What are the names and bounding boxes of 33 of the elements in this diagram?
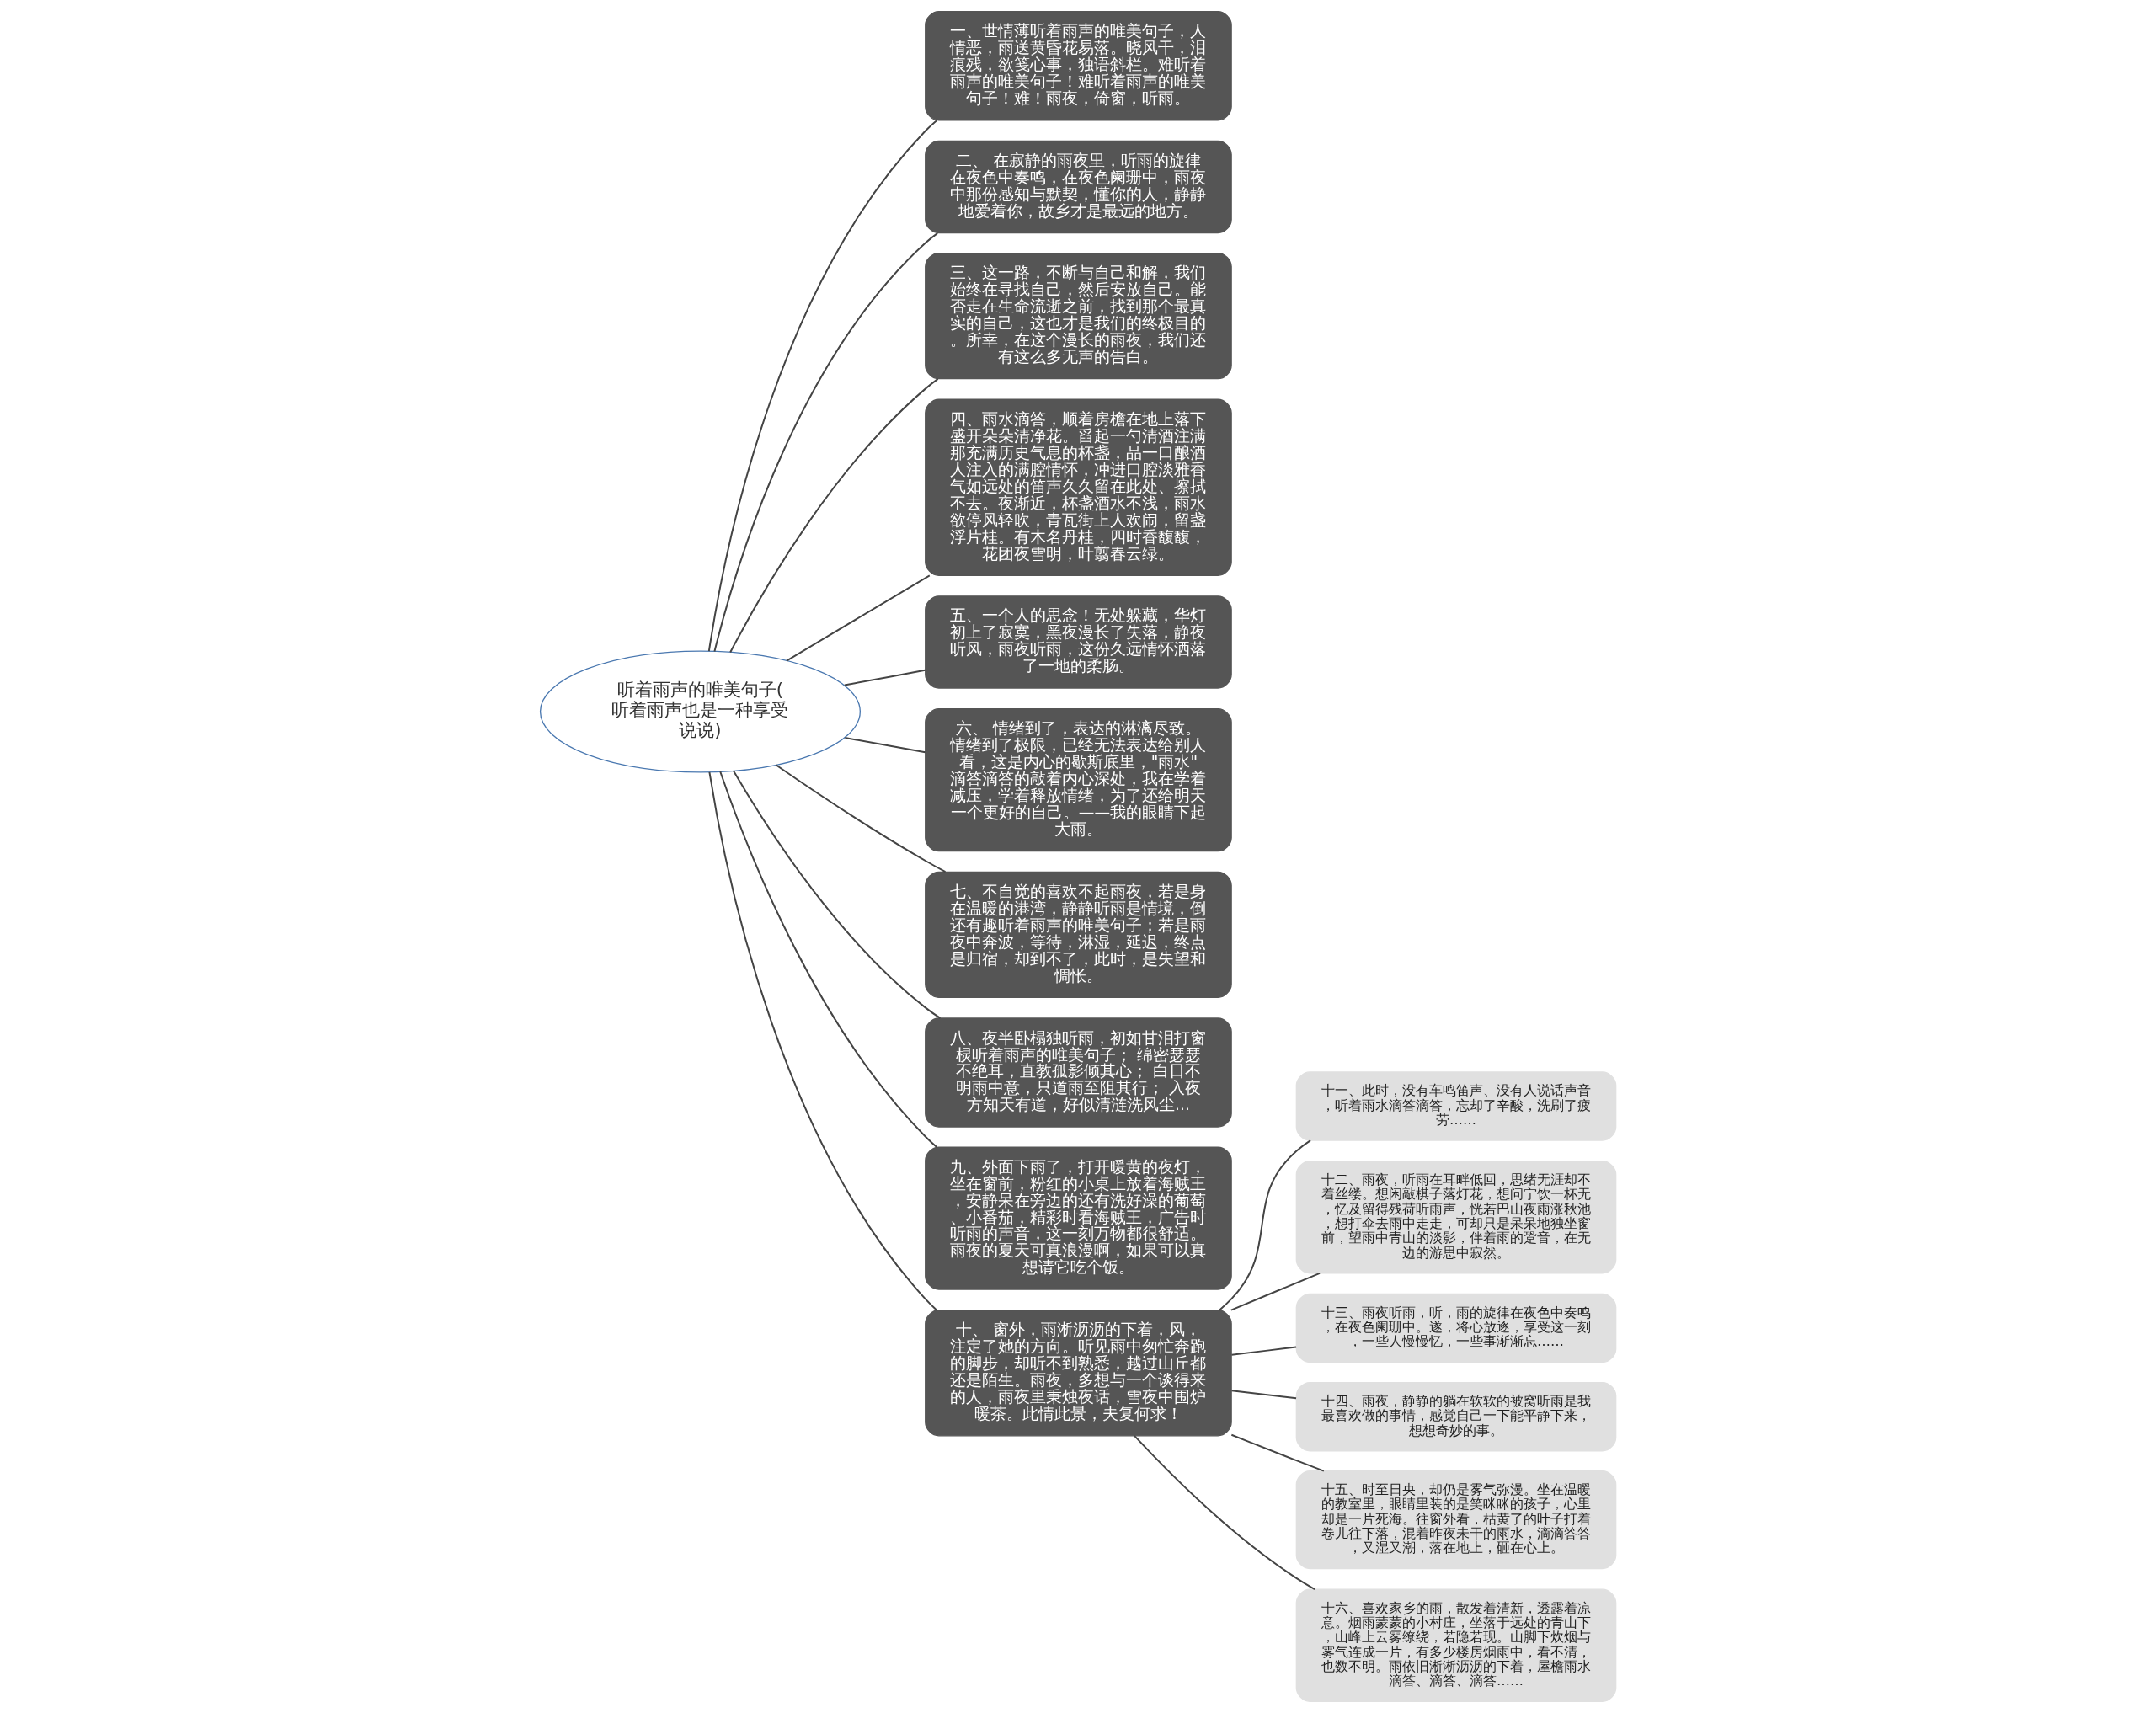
node-box: 三、这一路，不断与自己和解，我们始终在寻找自己，然后安放自己。能否走在生命流逝之前，找到那个最真实的自己，这也才是我们的终极目的。所幸，在这个漫长的雨夜，我们还有这么多无声的告白。 [925,252,1232,380]
connector [1134,1434,1316,1591]
node-box: 四、雨水滴答，顺着房檐在地上落下盛开朵朵清净花。舀起一勺清酒注满那充满历史气息的杯盏，品一口酿酒人注入的满腔情怀，冲进口腔淡雅香气如远处的笛声久久留在此处、擦拭不去。夜渐近，杯盏酒水不浅，雨水欲停风轻吹，青瓦街上人欢闹，留盏浮片桂。有木名丹桂，四时香馥馥，花团夜雪明，叶翦春云绿。 [925,398,1232,576]
node-box: 七、不自觉的喜欢不起雨夜，若是身在温暖的港湾，静静听雨是情境，倒还有趣听着雨声的唯美句子；若是雨夜中奔波，等待，淋湿，延迟，终点是归宿，却到不了，此时，是失望和惆怅。 [925,871,1232,999]
connector [1230,1272,1321,1311]
connector [844,737,926,754]
connector [719,771,938,1148]
node-box: 九、外面下雨了，打开暖黄的夜灯，坐在窗前，粉红的小桌上放着海贼王，安静呆在旁边的还有洗好澡的葡萄、小番茄，精彩时看海贼王，广告时听雨的声音，这一刻万物都很舒适。雨夜的夏天可真浪漫啊，如果可以真想请它吃个饭。 [925,1146,1232,1290]
node-box: 五、一个人的思念！无处躲藏，华灯初上了寂寞，黑夜漫长了失落，静夜听风，雨夜听雨，这份久远情怀洒落了一地的柔肠。 [925,595,1232,689]
node-box: 十三、雨夜听雨，听，雨的旋律在夜色中奏鸣，在夜色阑珊中。遂，将心放逐，享受这一刻，一些人慢慢忆，一些事渐渐忘…… [1295,1293,1617,1363]
node-box: 一、世情薄听着雨声的唯美句子，人情恶，雨送黄昏花易落。晓风干，泪痕残，欲笺心事，独语斜栏。难听着雨声的唯美句子！难听着雨声的唯美句子！难！雨夜，倚窗，听雨。 [925,11,1232,121]
connector [1230,1433,1325,1472]
node-box: 十一、此时，没有车鸣笛声、没有人说话声音，听着雨水滴答滴答，忘却了辛酸，洗刷了疲劳…… [1295,1071,1617,1141]
node-box: 十二、雨夜，听雨在耳畔低回，思绪无涯却不着丝缕。想闲敲棋子落灯花，想问宁饮一杯无，忆及留得残荷听雨声，恍若巴山夜雨涨秋池，想打伞去雨中走走，可却只是呆呆地独坐窗前，望雨中青山的淡影，伴着雨的跫音，在无边的游思中寂然。 [1295,1161,1617,1274]
node-box: 二、 在寂静的雨夜里，听雨的旋律在夜色中奏鸣，在夜色阑珊中，雨夜中那份感知与默契，懂你的人，静静地爱着你，故乡才是最远的地方。 [925,140,1232,234]
connector [729,377,939,654]
node-box: 八、夜半卧榻独听雨，初如甘泪打窗棂听着雨声的唯美句子； 绵密瑟瑟不绝耳，直教孤影倾其心； 白日不明雨中意，只道雨至阻其行； 入夜方知天有道，好似清涟洗风尘... [925,1017,1232,1128]
connector [775,764,947,873]
connector [786,574,931,662]
connector [732,770,942,1019]
connector [843,669,926,686]
connector [1230,1390,1298,1400]
node-box: 十、 窗外，雨淅沥沥的下着，风，注定了她的方向。听见雨中匆忙奔跑的脚步，却听不到熟悉，越过山丘都还是陌生。雨夜，多想与一个谈得来的人，雨夜里秉烛夜话，雪夜中围炉暖茶。此情此景，夫复何求！ [925,1310,1232,1437]
node-box: 六、 情绪到了，表达的淋漓尽致。情绪到了极限，已经无法表达给别人看，这是内心的歇斯底里，"雨水"滴答滴答的敲着内心深处，我在学着减压，学着释放情绪，为了还给明天一个更好的自己。——我的眼睛下起大雨。 [925,707,1232,852]
node-box: 十五、时至日央，却仍是雾气弥漫。坐在温暖的教室里，眼睛里装的是笑眯眯的孩子，心里却是一片死海。往窗外看，枯黄了的叶子打着卷儿往下落，混着昨夜未干的雨水，滴滴答答，又湿又潮，落在地上，砸在心上。 [1295,1470,1617,1570]
connector [707,119,938,653]
connector [1218,1139,1312,1311]
node-box: 十六、喜欢家乡的雨，散发着清新，透露着凉意。烟雨蒙蒙的小村庄，坐落于远处的青山下，山峰上云雾缭绕，若隐若现。山脚下炊烟与雾气连成一片，有多少楼房烟雨中，看不清，也数不明。雨依旧淅淅沥沥的下着，屋檐雨水滴答、滴答、滴答…… [1295,1588,1617,1702]
node-ellipse: 听着雨声的唯美句子(听着雨声也是一种享受说说) [539,650,861,773]
connector [713,232,939,653]
connector [1230,1346,1298,1356]
node-box: 十四、雨夜，静静的躺在软软的被窝听雨是我最喜欢做的事情，感觉自己一下能平静下来，想想奇妙的事。 [1295,1381,1617,1452]
connector [708,771,938,1311]
